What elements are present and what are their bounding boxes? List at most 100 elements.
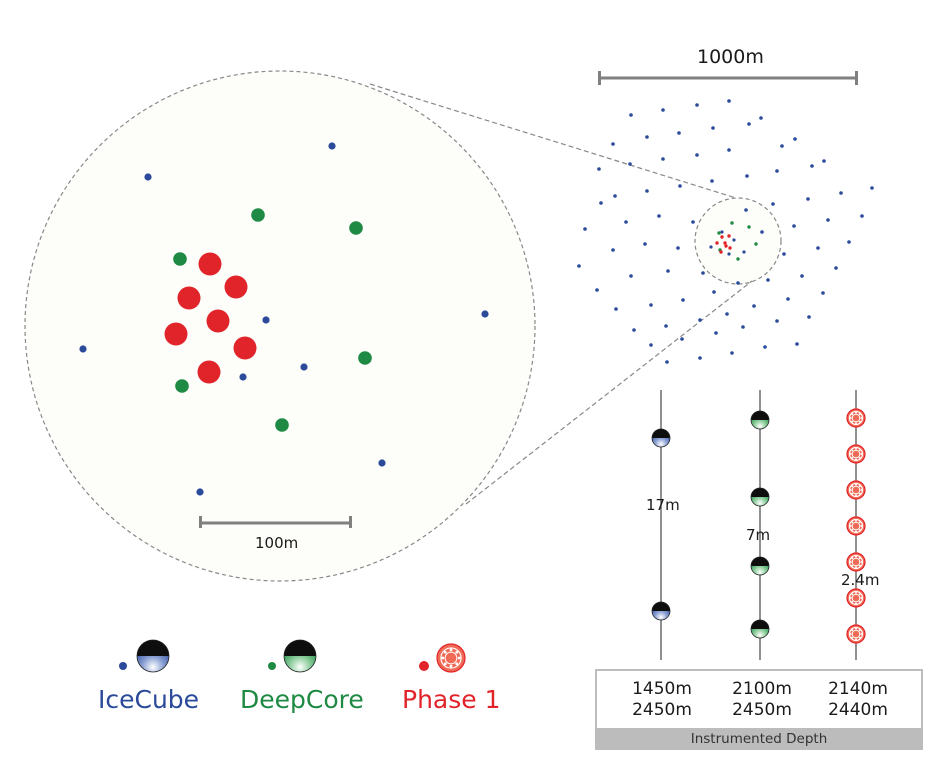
legend-label-phase1: Phase 1	[402, 685, 501, 714]
phase1-module	[846, 516, 866, 536]
array-icecube-dot	[577, 264, 581, 268]
array-icecube-dot	[698, 318, 702, 322]
depth-bottom-phase1: 2440m	[828, 700, 888, 720]
depth-top-phase1: 2140m	[828, 679, 888, 699]
string-sensors	[651, 408, 866, 644]
zoom-deepcore-dot	[251, 208, 265, 222]
zoom-icecube-dot	[378, 459, 386, 467]
array-icecube-dot	[780, 144, 784, 148]
array-icecube-dot	[624, 220, 628, 224]
array-icecube-dot	[847, 240, 851, 244]
icecube-module	[651, 601, 671, 621]
array-phase1-dot	[719, 250, 723, 254]
depth-top-deepcore: 2100m	[732, 679, 792, 699]
zoom-layout	[79, 142, 489, 496]
phase1-module	[846, 552, 866, 572]
array-icecube-dot	[759, 116, 763, 120]
zoom-deepcore-dot	[275, 418, 289, 432]
array-icecube-dot	[747, 122, 751, 126]
array-icecube-dot	[710, 179, 714, 183]
array-icecube-dot	[661, 157, 665, 161]
array-icecube-dot	[741, 325, 745, 329]
array-icecube-dot	[816, 246, 820, 250]
array-icecube-dot	[614, 307, 618, 311]
array-icecube-dot	[649, 343, 653, 347]
array-icecube-dot	[744, 208, 748, 212]
depth-top-icecube: 1450m	[632, 679, 692, 699]
depth-col-phase1: 2140m 2440m	[803, 679, 913, 721]
depth-bottom-deepcore: 2450m	[732, 700, 792, 720]
array-icecube-dot	[695, 153, 699, 157]
deepcore-module	[750, 556, 770, 576]
phase1-module	[846, 408, 866, 428]
zoom-scale-bar	[199, 516, 352, 528]
array-icecube-dot	[821, 291, 825, 295]
array-icecube-dot	[632, 328, 636, 332]
array-icecube-dot	[760, 230, 764, 234]
zoom-circle	[24, 70, 536, 582]
zoom-phase1-dot	[197, 360, 221, 384]
array-phase1-dot	[715, 241, 719, 245]
zoom-scale-label: 100m	[255, 534, 299, 552]
depth-col-icecube: 1450m 2450m	[607, 679, 717, 721]
depth-col-deepcore: 2100m 2450m	[707, 679, 817, 721]
array-phase1-dot	[724, 244, 728, 248]
phase1-module	[846, 588, 866, 608]
array-icecube-dot	[775, 169, 779, 173]
array-icecube-dot	[720, 230, 724, 234]
zoom-connector-bottom	[465, 280, 753, 505]
array-deepcore-dot	[717, 231, 721, 235]
array-scale-bar	[598, 71, 858, 85]
array-deepcore-dot	[754, 242, 758, 246]
array-icecube-dot	[676, 246, 680, 250]
array-icecube-dot	[736, 281, 740, 285]
depth-bottom-icecube: 2450m	[632, 700, 692, 720]
array-icecube-dot	[727, 99, 731, 103]
array-icecube-dot	[595, 288, 599, 292]
array-icecube-dot	[826, 218, 830, 222]
array-icecube-dot	[698, 356, 702, 360]
array-icecube-dot	[800, 274, 804, 278]
array-icecube-dot	[810, 164, 814, 168]
zoom-phase1-dot	[206, 309, 230, 333]
legend-icecube-module	[136, 639, 170, 673]
array-icecube-dot	[725, 312, 729, 316]
legend-deepcore-module	[283, 639, 317, 673]
zoom-icecube-dot	[481, 310, 489, 318]
array-icecube-dot	[709, 245, 713, 249]
array-icecube-dot	[665, 360, 669, 364]
array-icecube-dot	[645, 189, 649, 193]
array-deepcore-dot	[730, 221, 734, 225]
zoom-deepcore-dot	[173, 252, 187, 266]
phase1-module	[846, 444, 866, 464]
array-icecube-dot	[839, 191, 843, 195]
array-icecube-dot	[643, 242, 647, 246]
array-icecube-dot	[714, 331, 718, 335]
legend-phase1-module	[436, 643, 466, 673]
zoom-icecube-dot	[328, 142, 336, 150]
array-icecube-dot	[629, 113, 633, 117]
zoom-source-circle	[694, 197, 782, 285]
array-icecube-dot	[711, 126, 715, 130]
array-scale-label: 1000m	[697, 46, 764, 68]
array-icecube-dot	[870, 186, 874, 190]
zoom-deepcore-dot	[175, 379, 189, 393]
array-deepcore-dot	[747, 225, 751, 229]
array-icecube-dot	[597, 167, 601, 171]
array-phase1-dot	[723, 241, 727, 245]
deepcore-module	[750, 619, 770, 639]
deepcore-module	[750, 487, 770, 507]
array-icecube-dot	[661, 108, 665, 112]
array-icecube-dot	[775, 319, 779, 323]
depth-table: 1450m 2450m 2100m 2450m 2140m 2440m Inst…	[595, 669, 923, 750]
array-icecube-dot	[701, 271, 705, 275]
array-icecube-dot	[727, 252, 731, 256]
array-icecube-dot	[657, 214, 661, 218]
array-icecube-dot	[666, 269, 670, 273]
array-icecube-dot	[792, 224, 796, 228]
zoom-icecube-dot	[196, 488, 204, 496]
zoom-phase1-dot	[198, 252, 222, 276]
deepcore-spacing-label: 7m	[746, 526, 771, 544]
zoom-phase1-dot	[233, 336, 257, 360]
array-icecube-dot	[822, 159, 826, 163]
